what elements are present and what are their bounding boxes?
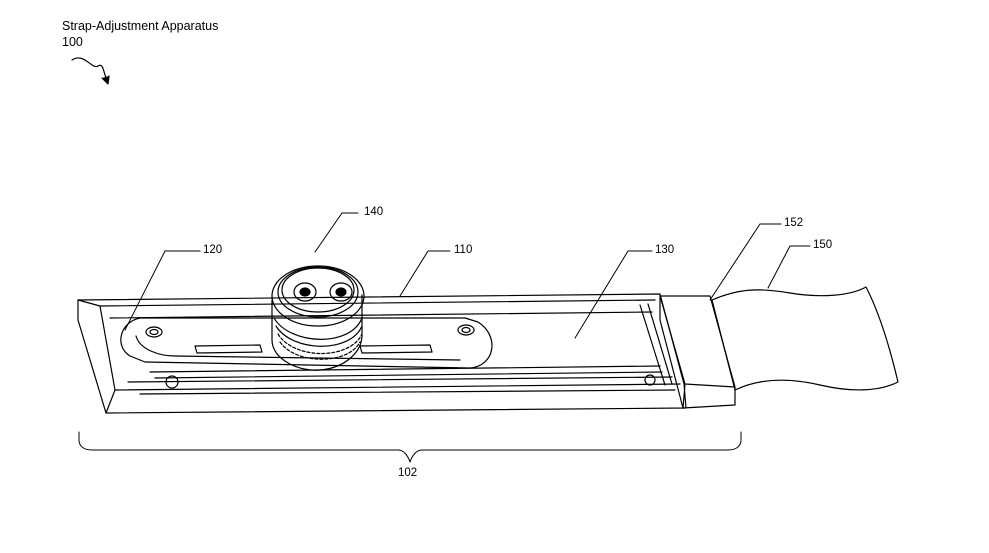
slide-lever xyxy=(120,317,493,369)
ref-140: 140 xyxy=(364,206,384,218)
strap-clamp xyxy=(659,295,736,409)
slide-rails xyxy=(149,303,673,389)
dimension-brace xyxy=(78,431,742,463)
figure-pointer-arrow xyxy=(71,57,110,85)
figure-number: 100 xyxy=(62,35,83,49)
ref-152: 152 xyxy=(784,217,804,229)
ref-110: 110 xyxy=(454,244,473,256)
ref-130: 130 xyxy=(655,244,675,256)
base-tray xyxy=(77,293,687,414)
ref-102: 102 xyxy=(398,467,418,479)
leader-lines xyxy=(124,212,811,339)
figure-title: Strap-Adjustment Apparatus xyxy=(62,19,219,33)
ref-150: 150 xyxy=(813,239,833,251)
ref-120: 120 xyxy=(203,244,223,256)
rotary-knob xyxy=(271,265,365,371)
strap xyxy=(711,286,899,391)
